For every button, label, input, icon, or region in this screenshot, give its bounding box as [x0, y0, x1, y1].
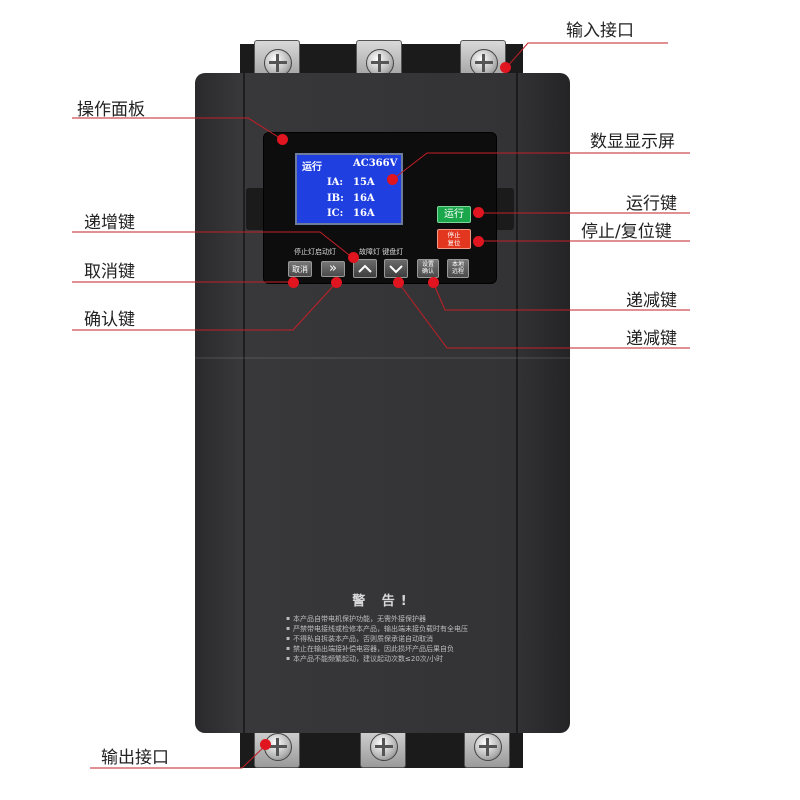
display-row-label: IC: [327, 208, 344, 219]
chevron-up-icon [358, 264, 372, 273]
callout-input-port: 输入接口 [566, 21, 634, 41]
display-row-value: 16A [353, 193, 375, 204]
callout-marker [500, 62, 511, 73]
set-label: 设置 [421, 261, 434, 268]
display-voltage: AC366V [353, 158, 398, 169]
display-row-label: IB: [327, 193, 344, 204]
callout-marker [428, 277, 439, 288]
callout-stop-reset-key: 停止/复位键 [581, 222, 672, 242]
callout-marker [260, 739, 271, 750]
indicator-label-right: 故障灯 键盘灯 [359, 248, 404, 256]
callout-marker [473, 236, 484, 247]
warning-item: 不得私自拆装本产品，否则质保承诺自动取消 [286, 634, 516, 644]
chevron-down-icon [389, 265, 403, 274]
stop-reset-button[interactable]: 停止 复位 [437, 229, 471, 249]
callout-operation-panel: 操作面板 [77, 100, 145, 120]
body-seam-left [243, 73, 245, 733]
display-row-label: IA: [327, 177, 344, 188]
callout-decrement-key: 递减键 [626, 291, 677, 311]
callout-decrement-key: 递减键 [626, 329, 677, 349]
callout-confirm-key: 确认键 [84, 310, 135, 330]
reset-button-label: 复位 [447, 239, 461, 247]
callout-run-key: 运行键 [626, 194, 677, 214]
indicator-label-left: 停止灯启动灯 [294, 248, 336, 256]
run-button[interactable]: 运行 [437, 206, 471, 223]
shift-button[interactable]: » [321, 261, 345, 277]
body-seam-right [516, 73, 518, 733]
display-row-value: 15A [353, 177, 375, 188]
warning-item: 本产品自带电机保护功能，无需外接保护器 [286, 614, 516, 624]
lcd-display: 运行 AC366V IA: 15A IB: 16A IC: 16A [295, 153, 403, 225]
body-cover-edge [195, 357, 570, 359]
callout-output-port: 输出接口 [101, 748, 169, 768]
callout-marker [331, 277, 342, 288]
callout-marker [393, 277, 404, 288]
warning-list: 本产品自带电机保护功能，无需外接保护器 严禁带电接线或检修本产品，输出端未接负载… [286, 614, 516, 664]
callout-cancel-key: 取消键 [84, 262, 135, 282]
callout-increment-key: 递增键 [84, 213, 135, 233]
remote-label: 远程 [451, 268, 464, 275]
up-button[interactable] [353, 259, 377, 278]
callout-marker [473, 207, 484, 218]
warning-item: 严禁带电接线或检修本产品，输出端未接负载时有全电压 [286, 624, 516, 634]
local-remote-button[interactable]: 本地 远程 [447, 259, 469, 278]
callout-marker [348, 252, 359, 263]
callout-marker [277, 134, 288, 145]
display-status: 运行 [302, 162, 322, 173]
callout-marker [288, 277, 299, 288]
callout-digital-display: 数显显示屏 [590, 132, 675, 152]
stop-button-label: 停止 [447, 231, 461, 239]
set-confirm-button[interactable]: 设置 确认 [417, 259, 439, 278]
confirm-label: 确认 [421, 268, 434, 275]
warning-item: 禁止在输出端接补偿电容器，因此损坏产品后果自负 [286, 644, 516, 654]
warning-item: 本产品不能频繁起动，建议起动次数≤20次/小时 [286, 654, 516, 664]
warning-title: 警 告! [352, 594, 413, 609]
callout-marker [387, 174, 398, 185]
display-row-value: 16A [353, 208, 375, 219]
local-label: 本地 [451, 261, 464, 268]
cancel-button[interactable]: 取消 [288, 261, 312, 277]
